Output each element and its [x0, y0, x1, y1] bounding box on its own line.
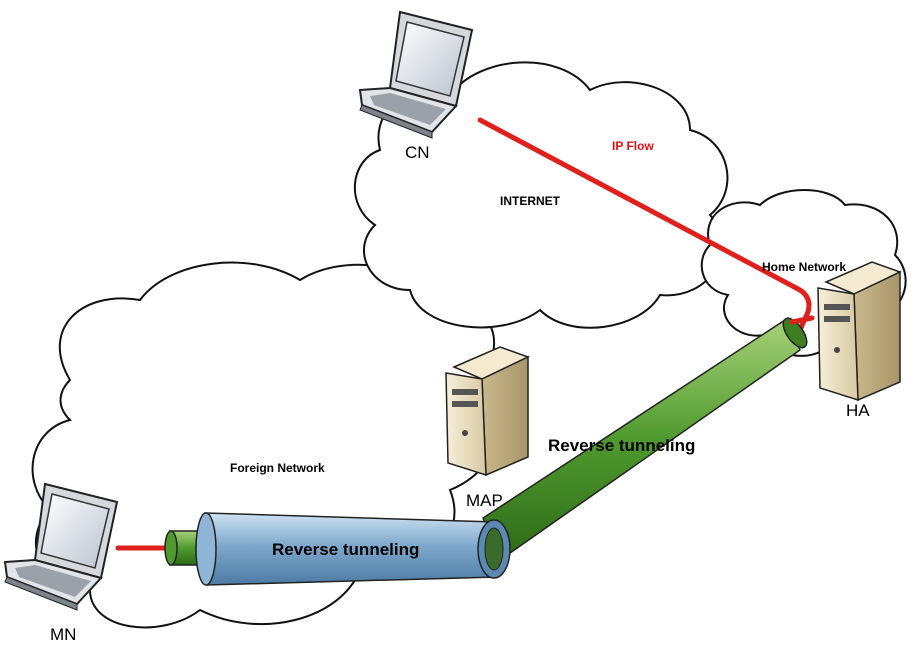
ip-flow-line [477, 117, 812, 333]
map-server-icon [445, 346, 530, 477]
cn-label: CN [405, 143, 430, 162]
home-network-label: Home Network [762, 260, 846, 274]
ha-server-icon [817, 261, 902, 402]
map-label: MAP [466, 491, 503, 510]
blue-tunnel-lower [164, 512, 511, 586]
ha-label: HA [846, 401, 870, 420]
mn-laptop-icon [3, 482, 119, 611]
reverse-tunneling-lower-label: Reverse tunneling [272, 540, 419, 559]
foreign-network-label: Foreign Network [230, 461, 325, 475]
ip-flow-label: IP Flow [612, 139, 654, 153]
cn-laptop-icon [358, 10, 474, 139]
mn-label: MN [50, 625, 76, 644]
internet-label: INTERNET [500, 194, 561, 208]
reverse-tunneling-upper-label: Reverse tunneling [548, 436, 695, 455]
